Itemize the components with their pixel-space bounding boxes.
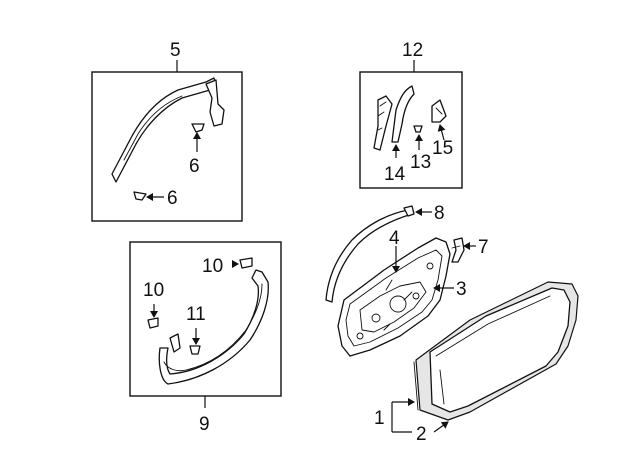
door-shell [391,281,579,433]
group-12-box [359,60,463,189]
callout-10-upper: 10 [202,256,223,277]
belt-weatherstrip [325,205,432,303]
clip-lower [133,191,147,201]
clip-11 [189,345,201,355]
callout-8: 8 [434,203,445,224]
molding-center [391,85,415,143]
callout-2: 2 [416,424,427,445]
clip-10-upper [239,257,253,269]
group-9-box [129,241,282,408]
bracket-7 [451,237,476,263]
callout-1: 1 [374,408,385,429]
callout-14: 14 [384,164,406,185]
molding-left [373,95,393,151]
callout-6-upper: 6 [189,156,200,177]
group-5-box [91,60,243,222]
callout-9: 9 [199,414,210,435]
callout-10-lower: 10 [143,280,164,301]
callout-15: 15 [432,138,453,159]
callout-5: 5 [170,40,181,61]
callout-11: 11 [186,304,206,325]
callout-12: 12 [402,40,423,61]
pillar-trim-bracket [205,79,225,127]
callout-7: 7 [478,237,489,258]
clip-10-lower [147,317,159,329]
weatherstrip-end [169,333,181,353]
callout-6-lower: 6 [167,188,178,209]
weatherstrip-part [158,269,269,385]
callout-3: 3 [456,279,467,300]
callout-13: 13 [410,152,431,173]
pillar-trim-part [111,77,217,183]
callout-4: 4 [389,228,400,249]
clip-upper [191,123,205,133]
door-inner-frame [337,237,454,357]
clip-13 [413,125,423,133]
